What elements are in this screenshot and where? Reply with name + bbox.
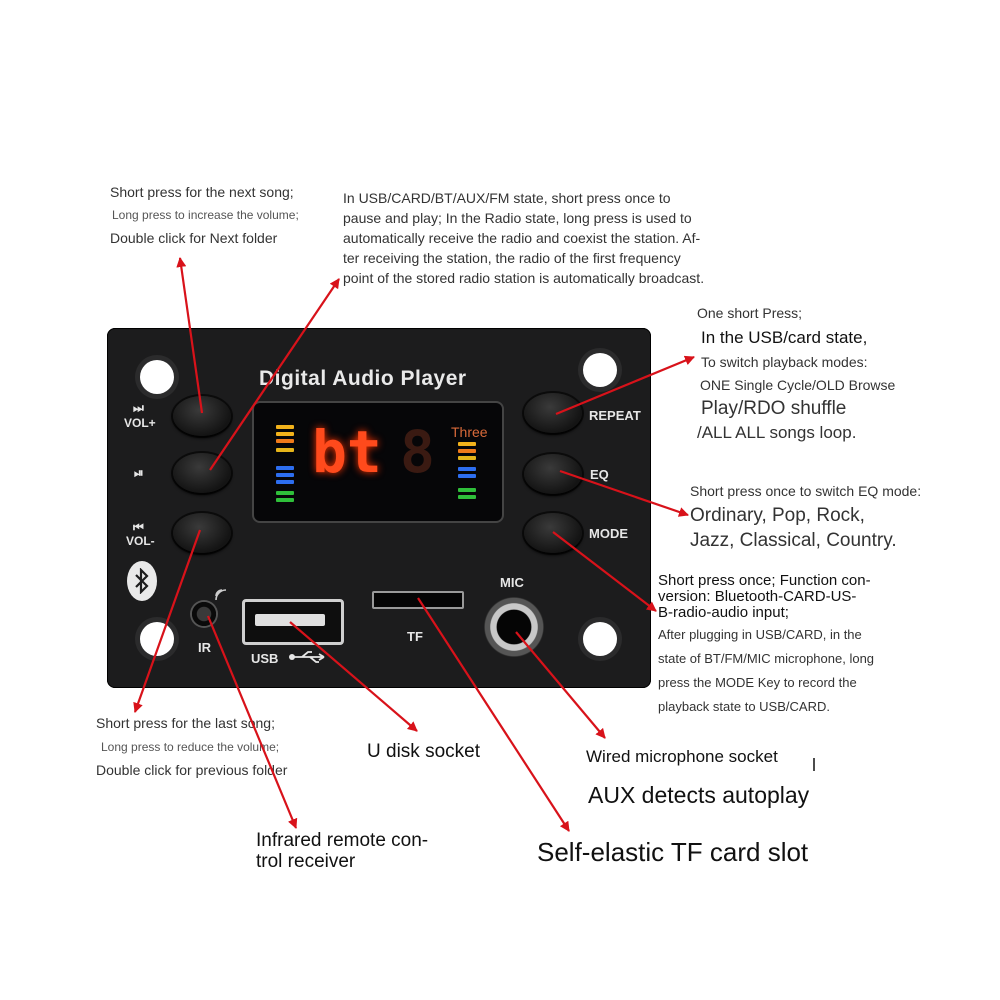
annotation-mode-line: state of BT/FM/MIC microphone, long — [658, 651, 875, 666]
tf-card-slot[interactable] — [372, 591, 464, 609]
level-bar — [276, 480, 294, 484]
annotation-u-disk: U disk socket — [367, 741, 480, 762]
annotation-tf-slot: Self-elastic TF card slot — [537, 837, 809, 867]
annotation-next-song-line: Double click for Next folder — [110, 230, 278, 246]
annotation-repeat-line: In the USB/card state, — [701, 328, 868, 347]
annotation-last-song-line: Double click for previous folder — [96, 762, 288, 778]
ir-label: IR — [198, 640, 211, 655]
usb-socket-tongue — [255, 614, 325, 626]
prev-button[interactable] — [173, 513, 231, 553]
level-bar — [276, 473, 294, 477]
usb-socket[interactable] — [242, 599, 344, 645]
annotation-play-pause-line: In USB/CARD/BT/AUX/FM state, short press… — [343, 190, 671, 206]
annotation-next-song: Short press for the next song; Long pres… — [110, 185, 299, 245]
tf-label: TF — [407, 629, 423, 644]
annotation-repeat-line: ONE Single Cycle/OLD Browse — [700, 377, 896, 393]
usb-icon — [288, 650, 328, 667]
eq-button[interactable] — [524, 454, 582, 494]
level-bar — [458, 474, 476, 478]
mount-hole — [140, 622, 174, 656]
annotation-eq-line: Jazz, Classical, Country. — [690, 530, 897, 551]
vol-minus-label: VOL- — [126, 534, 155, 548]
annotation-next-song-line: Long press to increase the volume; — [112, 208, 299, 222]
annotation-ir-receiver-line: Infrared remote con- — [256, 830, 429, 851]
annotation-last-song-line: Short press for the last song; — [96, 715, 275, 731]
annotation-play-pause-line: ter receiving the station, the radio of … — [343, 250, 681, 266]
level-bar — [458, 495, 476, 499]
signal-icon — [214, 586, 230, 605]
mode-label: MODE — [589, 526, 628, 541]
annotation-next-song-line: Short press for the next song; — [110, 184, 294, 200]
level-bar — [276, 425, 294, 429]
annotation-mode-line: press the MODE Key to record the — [658, 675, 857, 690]
annotation-mode-line: version: Bluetooth-CARD-US- — [658, 588, 857, 605]
bluetooth-icon — [127, 561, 157, 601]
annotation-mode-line: playback state to USB/CARD. — [658, 699, 830, 714]
level-bar — [458, 467, 476, 471]
annotation-mode: Short press once; Function con- version:… — [658, 573, 874, 713]
vol-plus-label: VOL+ — [124, 416, 156, 430]
annotation-last-song: Short press for the last song; Long pres… — [96, 716, 287, 777]
mode-button[interactable] — [524, 513, 582, 553]
mount-hole — [583, 622, 617, 656]
annotation-eq-line: Ordinary, Pop, Rock, — [690, 505, 865, 526]
level-bar — [276, 498, 294, 502]
annotation-mode-line: After plugging in USB/CARD, in the — [658, 627, 862, 642]
eq-label: EQ — [590, 467, 609, 482]
annotation-ir-receiver: Infrared remote con- trol receiver — [256, 831, 428, 871]
level-bar — [276, 432, 294, 436]
annotation-eq: Short press once to switch EQ mode: Ordi… — [690, 484, 921, 550]
display-text: bt — [312, 418, 382, 486]
mic-socket[interactable] — [484, 597, 544, 657]
annotation-mic-socket: Wired microphone socket — [586, 747, 778, 766]
level-bar — [276, 491, 294, 495]
display-tag: Three — [451, 424, 488, 440]
usb-label: USB — [251, 651, 279, 666]
board-title: Digital Audio Player — [259, 367, 467, 390]
level-bar — [458, 456, 476, 460]
mount-hole — [583, 353, 617, 387]
annotation-ir-receiver-line: trol receiver — [256, 851, 356, 872]
annotation-repeat-line: One short Press; — [697, 305, 803, 321]
annotation-repeat-line: To switch playback modes: — [701, 354, 868, 370]
play-pause-icon: ⏯ — [134, 466, 144, 480]
annotation-play-pause-line: pause and play; In the Radio state, long… — [343, 210, 692, 226]
display-digit-off: 8 — [400, 418, 435, 486]
repeat-label: REPEAT — [589, 408, 641, 423]
level-bar — [458, 488, 476, 492]
prev-icon: ⏮ — [133, 520, 144, 534]
level-bar — [276, 466, 294, 470]
annotation-play-pause-line: point of the stored radio station is aut… — [343, 270, 705, 286]
annotation-aux: AUX detects autoplay — [588, 782, 810, 808]
annotation-play-pause: In USB/CARD/BT/AUX/FM state, short press… — [343, 191, 704, 285]
level-bar — [276, 439, 294, 443]
level-bar — [276, 448, 294, 452]
annotation-play-pause-line: automatically receive the radio and coex… — [343, 230, 701, 246]
annotation-mode-line: B-radio-audio input; — [658, 604, 789, 621]
annotation-repeat-line: Play/RDO shuffle — [701, 398, 847, 419]
repeat-button[interactable] — [524, 393, 582, 433]
level-bar — [458, 442, 476, 446]
mic-label: MIC — [500, 575, 524, 590]
play-pause-button[interactable] — [173, 453, 231, 493]
annotation-repeat-line: /ALL ALL songs loop. — [697, 423, 857, 442]
next-icon: ⏭ — [133, 401, 144, 415]
level-bar — [458, 449, 476, 453]
mount-hole — [140, 360, 174, 394]
next-button[interactable] — [173, 396, 231, 436]
annotation-repeat: One short Press; In the USB/card state, … — [697, 306, 895, 441]
annotation-last-song-line: Long press to reduce the volume; — [101, 740, 280, 754]
annotation-mode-line: Short press once; Function con- — [658, 572, 871, 589]
annotation-eq-line: Short press once to switch EQ mode: — [690, 483, 922, 499]
